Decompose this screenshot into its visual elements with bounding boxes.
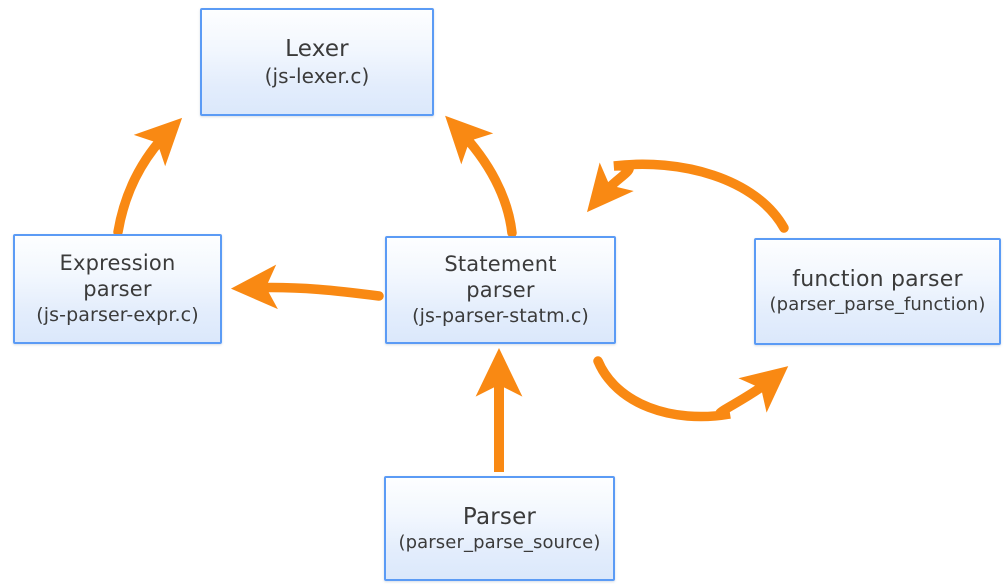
node-lexer-title: Lexer — [285, 36, 349, 63]
node-expression-parser-title: Expression parser — [59, 251, 176, 301]
node-parser[interactable]: Parser (parser_parse_source) — [384, 476, 615, 581]
node-statement-parser-title: Statement parser — [444, 252, 557, 302]
node-expression-parser[interactable]: Expression parser (js-parser-expr.c) — [13, 234, 222, 344]
node-statement-parser[interactable]: Statement parser (js-parser-statm.c) — [385, 236, 616, 344]
node-expression-parser-subtitle: (js-parser-expr.c) — [36, 303, 199, 326]
node-parser-title: Parser — [462, 504, 537, 530]
node-lexer[interactable]: Lexer (js-lexer.c) — [200, 8, 434, 116]
edge-function-parser-to-statement-parser — [586, 159, 789, 233]
edge-statement-parser-to-lexer — [445, 115, 517, 238]
node-function-parser-title: function parser — [792, 266, 963, 292]
node-statement-parser-subtitle: (js-parser-statm.c) — [412, 304, 589, 327]
edge-expression-parser-to-lexer — [113, 117, 183, 237]
edge-statement-parser-to-function-parser — [593, 356, 789, 422]
node-function-parser-subtitle: (parser_parse_function) — [769, 294, 986, 316]
node-lexer-subtitle: (js-lexer.c) — [264, 64, 370, 89]
edge-statement-parser-to-expression-parser — [230, 264, 384, 310]
node-parser-subtitle: (parser_parse_source) — [398, 532, 601, 554]
node-function-parser[interactable]: function parser (parser_parse_function) — [754, 238, 1001, 345]
